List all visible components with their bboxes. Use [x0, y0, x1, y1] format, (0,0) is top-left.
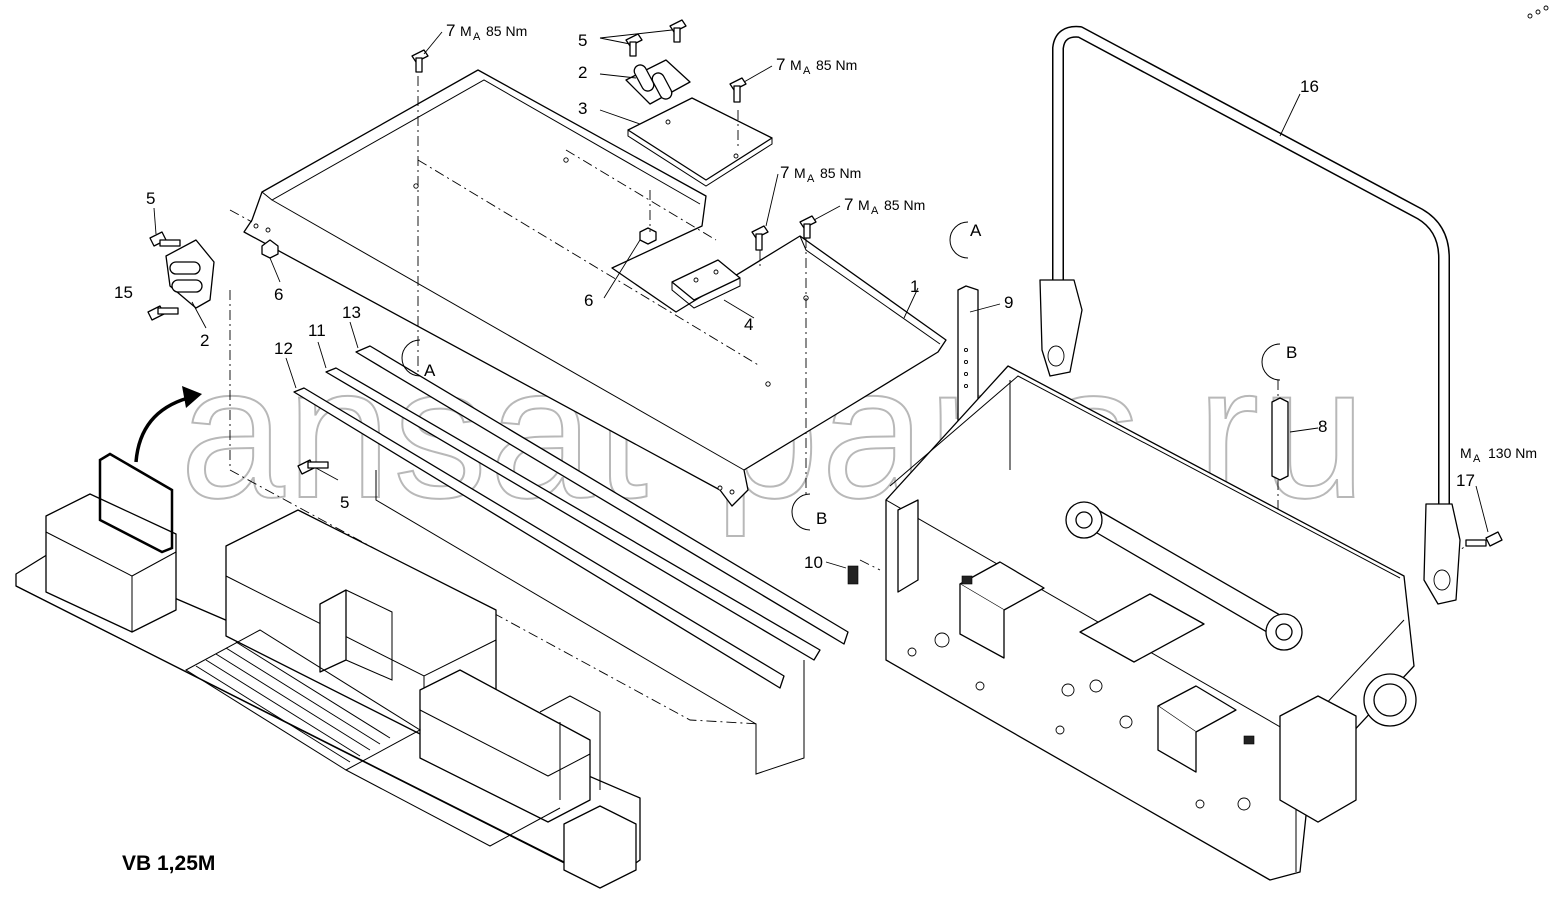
- svg-text:85 Nm: 85 Nm: [884, 197, 925, 213]
- view-ref-a-shaft: A: [949, 221, 982, 259]
- cover-plate-part-1: [243, 69, 947, 507]
- callout-13: 13: [342, 303, 361, 322]
- hinge-part-2-left: [165, 239, 215, 309]
- view-ref-a-top: A: [401, 339, 436, 380]
- svg-text:A: A: [1473, 453, 1481, 465]
- handle-part-16: [1039, 25, 1461, 605]
- svg-text:A: A: [970, 221, 982, 240]
- svg-text:M: M: [858, 197, 870, 213]
- svg-text:M: M: [1460, 445, 1472, 461]
- screw-icon: [149, 231, 181, 247]
- screw-icon: [751, 225, 769, 251]
- callout-16: 16: [1300, 77, 1319, 96]
- callout-9: 9: [1004, 293, 1013, 312]
- view-ref-b-pin: B: [1261, 343, 1297, 381]
- torque-spec-2: 7 M A 85 Nm: [776, 55, 857, 77]
- svg-text:M: M: [460, 23, 472, 39]
- screws: [147, 19, 1503, 585]
- callout-17: 17: [1456, 471, 1475, 490]
- svg-text:7: 7: [776, 55, 785, 74]
- callout-1: 1: [910, 277, 919, 296]
- svg-text:B: B: [1286, 343, 1297, 362]
- callout-3: 3: [578, 99, 587, 118]
- torque-spec-1: 7 M A 85 Nm: [446, 21, 527, 43]
- svg-text:7: 7: [844, 195, 853, 214]
- callout-5-strip: 5: [340, 493, 349, 512]
- svg-text:A: A: [807, 173, 815, 185]
- rotate-arrow-icon: [134, 386, 202, 463]
- callout-5-top: 5: [578, 31, 587, 50]
- pin-part-8: [1271, 397, 1289, 481]
- callout-4: 4: [744, 315, 753, 334]
- clamp-plate-part-4: [671, 259, 741, 309]
- svg-text:M: M: [790, 57, 802, 73]
- svg-text:A: A: [871, 205, 879, 217]
- hinge-plate-part-3: [627, 97, 773, 187]
- nut-icon: [261, 239, 279, 259]
- svg-text:85 Nm: 85 Nm: [486, 23, 527, 39]
- screw-icon: [729, 77, 747, 103]
- torque-spec-5: M A 130 Nm: [1460, 445, 1537, 465]
- svg-text:A: A: [803, 65, 811, 77]
- callout-12: 12: [274, 339, 293, 358]
- machine-overview: [15, 452, 641, 889]
- screw-icon: [625, 33, 643, 57]
- callout-11: 11: [308, 321, 326, 340]
- view-ref-b-bottom: B: [791, 493, 827, 531]
- torque-spec-3: 7 M A 85 Nm: [780, 163, 861, 185]
- svg-text:B: B: [816, 509, 827, 528]
- callout-2-top: 2: [578, 63, 587, 82]
- callout-6-center: 6: [584, 291, 593, 310]
- callout-8: 8: [1318, 417, 1327, 436]
- svg-text:85 Nm: 85 Nm: [820, 165, 861, 181]
- callout-6-left: 6: [274, 285, 283, 304]
- torque-leaders: [423, 31, 841, 227]
- screw-icon: [669, 19, 687, 43]
- screw-icon: [147, 305, 179, 321]
- model-label: VB 1,25M: [122, 852, 215, 875]
- callout-15: 15: [114, 283, 133, 302]
- svg-text:M: M: [794, 165, 806, 181]
- callout-5-left: 5: [146, 189, 155, 208]
- screw-icon: [411, 49, 429, 73]
- screw-icon: [847, 565, 859, 585]
- svg-text:7: 7: [446, 21, 455, 40]
- screw-icon: [799, 215, 817, 239]
- svg-text:85 Nm: 85 Nm: [816, 57, 857, 73]
- callout-10: 10: [804, 553, 823, 572]
- callout-2-left: 2: [200, 331, 209, 350]
- torque-spec-4: 7 M A 85 Nm: [844, 195, 925, 217]
- svg-text:130 Nm: 130 Nm: [1488, 445, 1537, 461]
- housing-assembly: [885, 365, 1417, 881]
- corner-mark-icon: [1527, 5, 1549, 19]
- nut-icon: [639, 227, 657, 245]
- screw-icon: [1465, 531, 1503, 547]
- svg-text:A: A: [424, 361, 436, 380]
- hinge-part-2-top: [625, 59, 691, 105]
- svg-text:A: A: [473, 31, 481, 43]
- leader-lines: [153, 29, 1489, 569]
- screw-icon: [297, 459, 329, 475]
- seal-strips-part-11-12-13: [293, 345, 849, 775]
- callout-labels: 5 2 3 1 4 6 6 5 15 2 13 11 12 5 9 8 16 1…: [114, 31, 1475, 572]
- svg-text:7: 7: [780, 163, 789, 182]
